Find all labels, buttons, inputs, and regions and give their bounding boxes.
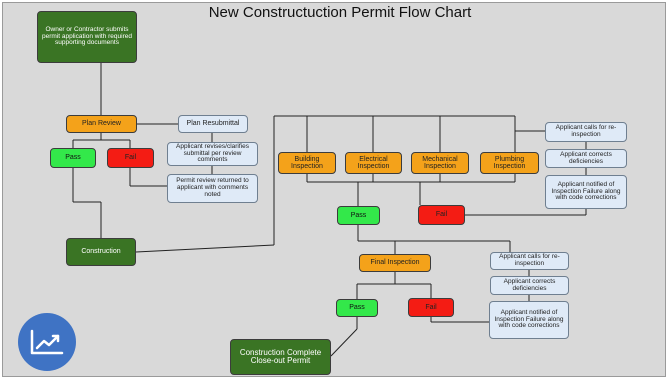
- node-fail-final: Fail: [408, 298, 454, 317]
- node-electrical-inspection: Electrical Inspection: [345, 152, 402, 174]
- node-applicant-revises: Applicant revises/clarifies submittal pe…: [167, 142, 258, 166]
- node-corrects-deficiencies-1: Applicant corrects deficiencies: [545, 149, 627, 168]
- node-notified-failure-1: Applicant notified of Inspection Failure…: [545, 175, 627, 209]
- node-plan-resubmittal: Plan Resubmittal: [178, 115, 248, 133]
- node-notified-failure-2: Applicant notified of Inspection Failure…: [489, 301, 569, 339]
- node-construction-complete: Construction Complete Close-out Permit: [230, 339, 331, 375]
- node-pass-inspection: Pass: [337, 206, 380, 225]
- node-mechanical-inspection: Mechanical Inspection: [411, 152, 469, 174]
- page-title: New Constructuction Permit Flow Chart: [208, 4, 472, 21]
- node-plumbing-inspection: Plumbing Inspection: [480, 152, 539, 174]
- node-pass-final: Pass: [336, 299, 378, 317]
- node-corrects-deficiencies-2: Applicant corrects deficiencies: [490, 276, 569, 295]
- node-fail-plan: Fail: [107, 148, 154, 168]
- node-start: Owner or Contractor submits permit appli…: [37, 11, 137, 63]
- node-pass-plan: Pass: [50, 148, 96, 168]
- node-building-inspection: Building Inspection: [278, 152, 336, 174]
- node-review-returned: Permit review returned to applicant with…: [167, 174, 258, 203]
- node-calls-reinspection-2: Applicant calls for re-inspection: [490, 252, 569, 270]
- trending-up-chart-icon[interactable]: [18, 313, 76, 371]
- node-fail-inspection: Fail: [418, 205, 465, 225]
- node-calls-reinspection-1: Applicant calls for re-inspection: [545, 122, 627, 142]
- trending-up-chart-glyph: [30, 329, 64, 355]
- node-final-inspection: Final Inspection: [359, 254, 431, 272]
- node-plan-review: Plan Review: [66, 115, 137, 133]
- node-construction: Construction: [66, 238, 136, 266]
